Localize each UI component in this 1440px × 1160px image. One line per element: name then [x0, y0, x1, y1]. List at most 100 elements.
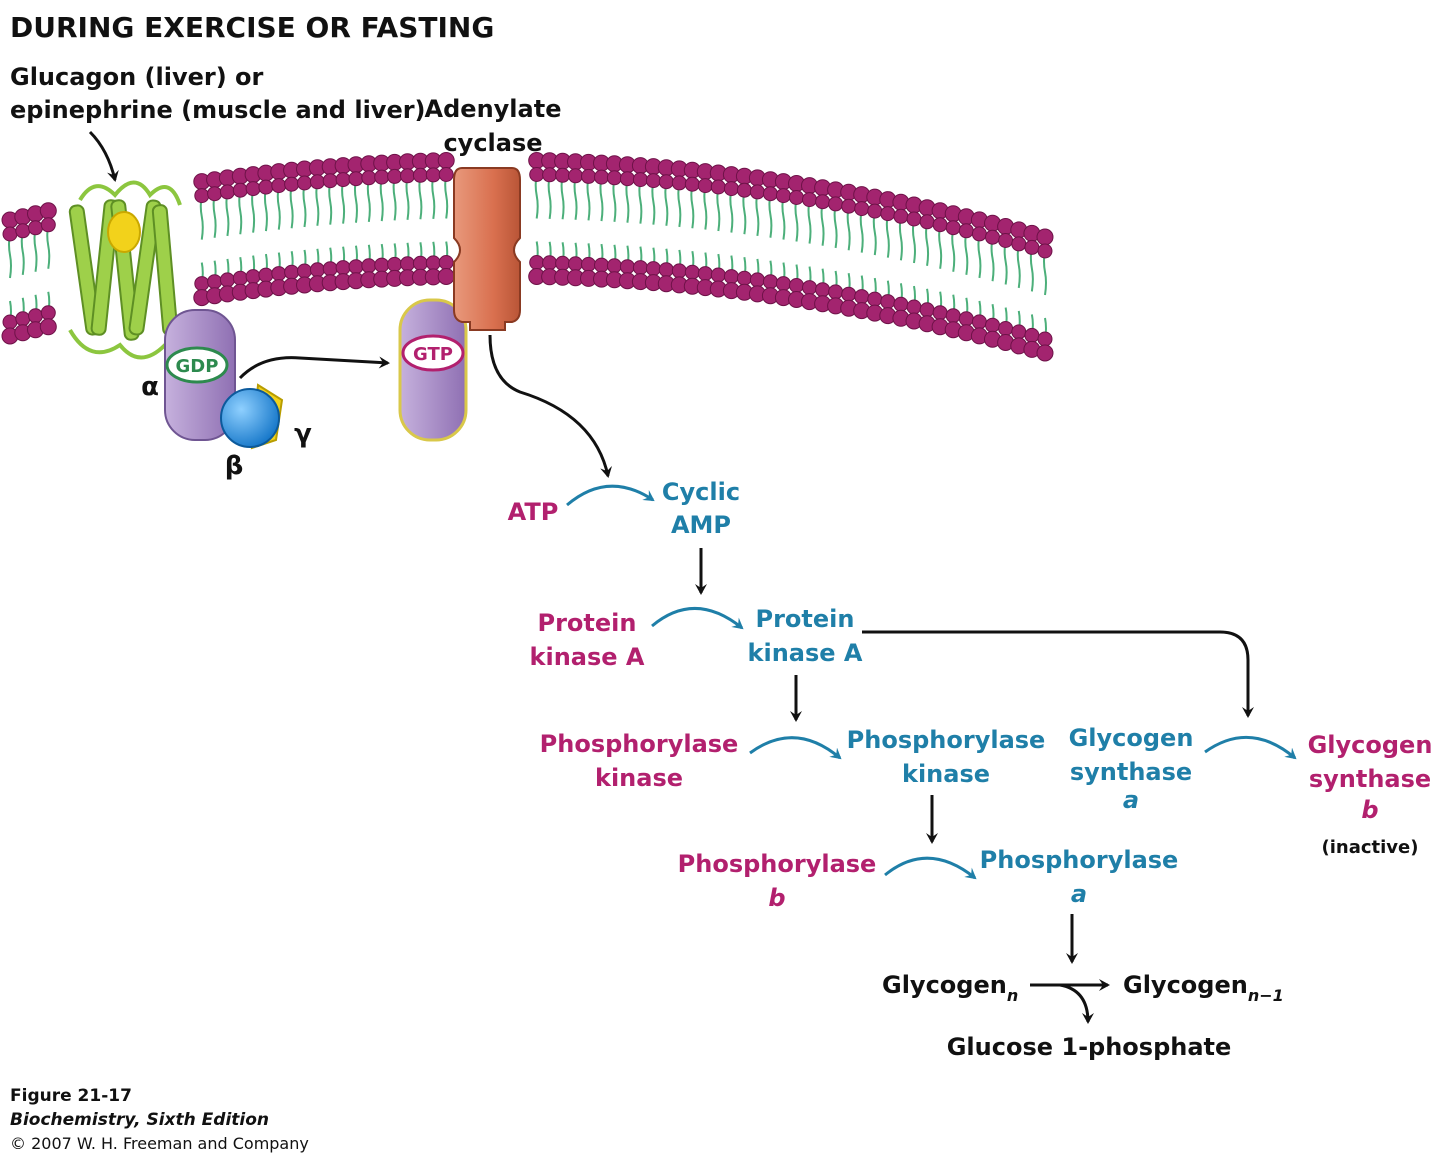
- pka-active-label: Protein kinase A: [748, 605, 863, 667]
- lipid-tail: [833, 202, 838, 294]
- lipid-head: [1037, 243, 1053, 259]
- lipid-head: [985, 317, 1000, 333]
- cyclase-to-camp-arrow: [488, 334, 612, 478]
- lipid-head: [232, 182, 248, 198]
- lipid-tail: [794, 196, 799, 287]
- lipid-head: [194, 188, 210, 204]
- lipid-head: [945, 308, 961, 324]
- lipid-head: [219, 184, 235, 200]
- lipid-head: [998, 233, 1014, 248]
- lipid-head: [619, 259, 635, 275]
- lipid-head: [271, 178, 287, 194]
- lipid-head: [581, 168, 596, 184]
- lipid-head: [387, 168, 403, 184]
- lipid-head: [348, 171, 364, 187]
- lipid-bilayer-membrane: [1, 152, 1054, 362]
- pka-activation-arrow: [651, 607, 744, 630]
- lipid-head: [998, 321, 1014, 336]
- lipid-head: [697, 266, 713, 282]
- lipid-tail: [690, 183, 695, 274]
- lipid-head: [271, 266, 287, 282]
- hormone-ligand: [107, 211, 141, 253]
- lipid-head: [880, 206, 896, 222]
- pka-inactive-line2: kinase A: [530, 643, 645, 671]
- lipid-head: [40, 305, 56, 321]
- hormone-label-line1: Glucagon (liver) or: [10, 63, 264, 91]
- lipid-head: [529, 167, 545, 182]
- lipid-tail: [911, 217, 916, 309]
- lipid-head: [789, 190, 804, 205]
- gs-a-line2: synthase: [1070, 758, 1192, 786]
- lipid-head: [297, 175, 312, 191]
- lipid-tail: [677, 181, 682, 273]
- lipid-tail: [612, 176, 617, 267]
- adenylate-cyclase: [453, 167, 521, 331]
- lipid-head: [1037, 331, 1053, 347]
- lipid-tail: [534, 173, 539, 264]
- lipid-head: [880, 294, 896, 310]
- lipid-head: [749, 184, 765, 200]
- lipid-tail: [431, 173, 436, 265]
- adenylate-cyclase-label-line1: Adenylate: [425, 95, 562, 123]
- lipid-head: [1036, 344, 1054, 362]
- lipid-tail: [225, 190, 230, 282]
- lipid-tail: [33, 226, 38, 317]
- lipid-head: [542, 167, 558, 183]
- lipid-tail: [625, 177, 630, 268]
- g-protein-inactive: GDP α β γ: [141, 309, 312, 481]
- lipid-tail: [938, 223, 943, 314]
- lipid-tail: [547, 173, 552, 265]
- gamma-label: γ: [294, 419, 312, 449]
- lipid-head: [245, 269, 261, 285]
- glycogen-n-label: Glycogenn: [882, 971, 1018, 1005]
- lipid-tail: [638, 178, 643, 269]
- lipid-head: [39, 202, 57, 220]
- lipid-tail: [898, 215, 903, 306]
- lipid-head: [542, 255, 558, 271]
- phk-active-label: Phosphorylase kinase: [847, 726, 1046, 788]
- atp-to-camp-arrow: [566, 484, 655, 507]
- lipid-head: [529, 255, 545, 270]
- lipid-head: [775, 276, 791, 292]
- gtp-label: GTP: [413, 344, 453, 365]
- lipid-head: [710, 179, 726, 195]
- lipid-head: [555, 255, 571, 271]
- phk-activation-arrow: [749, 736, 842, 760]
- atp-label: ATP: [508, 498, 559, 526]
- lipid-head: [893, 296, 909, 312]
- lipid-head: [361, 258, 377, 274]
- lipid-tail: [664, 180, 669, 271]
- pka-active-line1: Protein: [756, 605, 855, 633]
- lipid-head: [437, 268, 455, 285]
- lipid-tail: [276, 184, 281, 275]
- lipid-tail: [573, 174, 578, 265]
- lipid-tail: [820, 200, 825, 291]
- lipid-head: [1024, 327, 1040, 343]
- lipid-tail: [742, 189, 747, 280]
- figure-caption: Figure 21-17 Biochemistry, Sixth Edition…: [10, 1086, 309, 1153]
- hormone-arrow: [88, 130, 119, 182]
- lipid-tail: [964, 229, 969, 320]
- lipid-tail: [1043, 249, 1047, 341]
- lipid-tail: [755, 190, 760, 282]
- g-protein-activation-arrow: [238, 356, 390, 380]
- lipid-head: [335, 260, 351, 276]
- lipid-tail: [366, 176, 371, 268]
- camp-label-line2: AMP: [671, 511, 731, 539]
- lipid-head: [932, 217, 948, 233]
- lipid-tail: [599, 175, 604, 267]
- caption-book: Biochemistry, Sixth Edition: [10, 1110, 269, 1130]
- lipid-head: [2, 314, 18, 330]
- lipid-head: [387, 256, 403, 272]
- diagram-title: DURING EXERCISE OR FASTING: [10, 11, 494, 44]
- lipid-head: [412, 255, 428, 271]
- lipid-head: [919, 302, 935, 318]
- lipid-head: [632, 172, 648, 188]
- lipid-head: [841, 286, 857, 302]
- lipid-tail: [315, 180, 320, 271]
- lipid-head: [658, 262, 674, 278]
- glycogen-n1-base: Glycogen: [1123, 971, 1248, 999]
- lipid-tail: [418, 174, 423, 265]
- lipid-tail: [703, 184, 708, 275]
